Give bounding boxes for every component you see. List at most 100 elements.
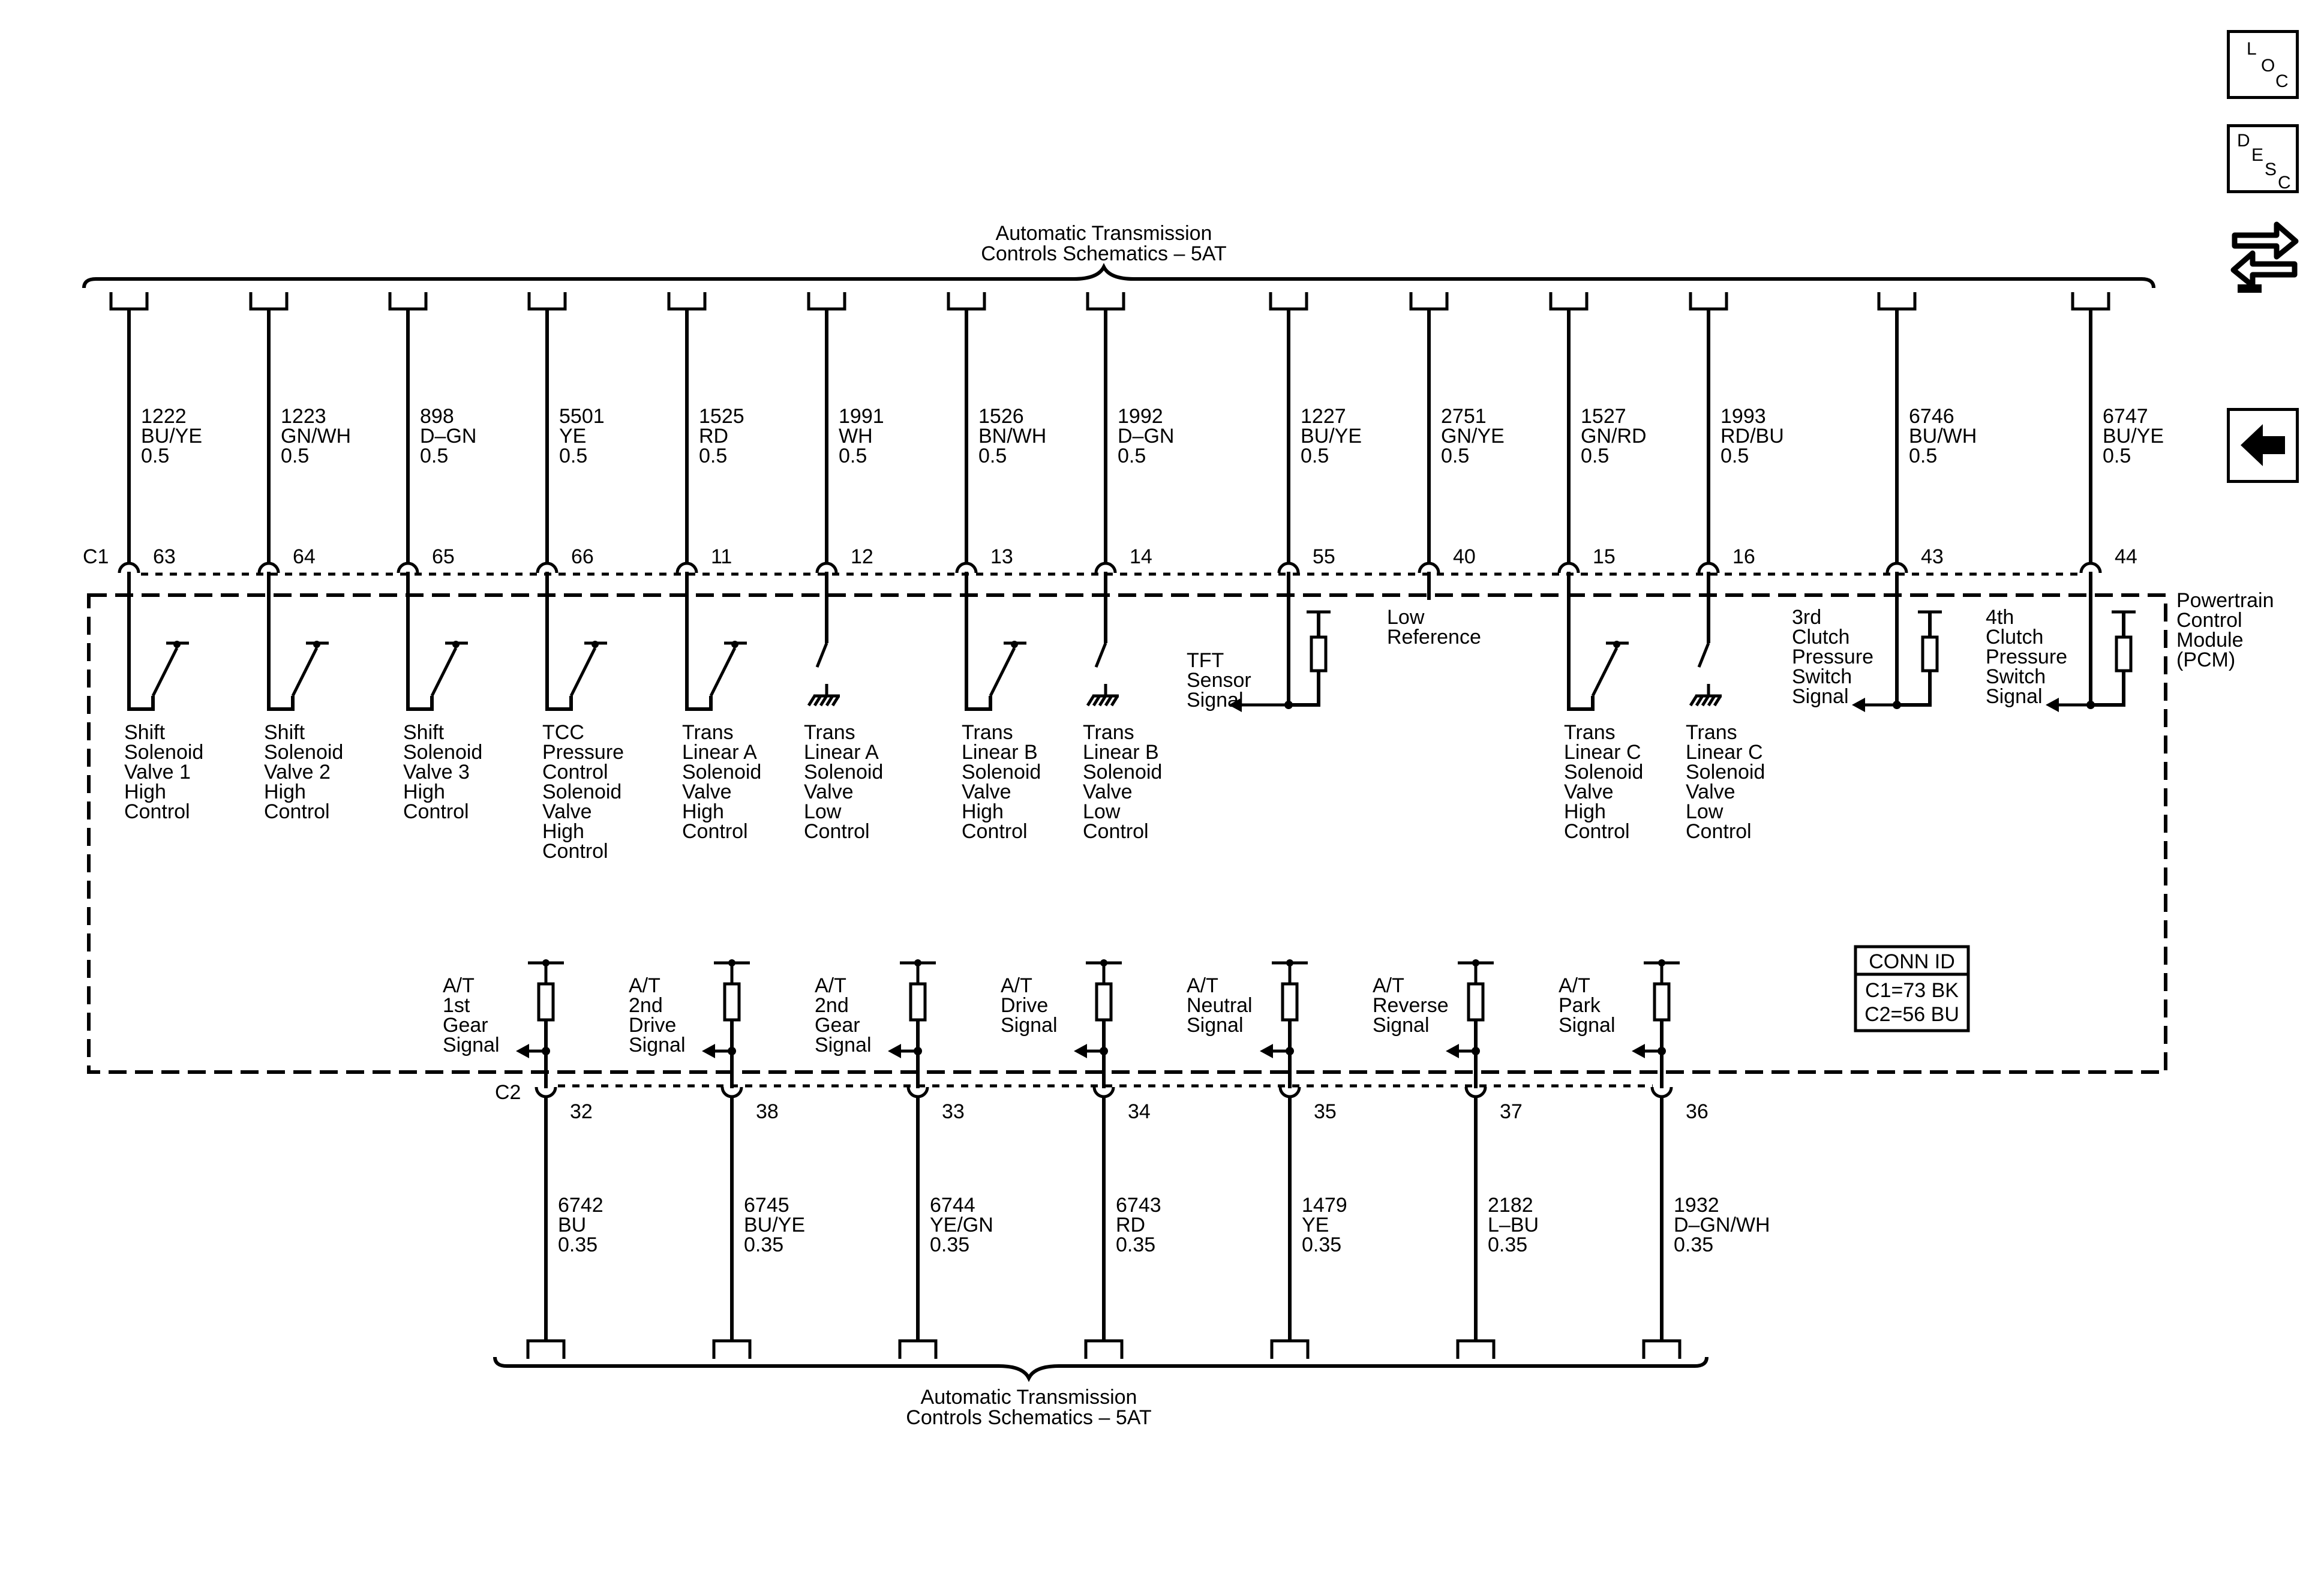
bottom-terminal: [1270, 1339, 1310, 1359]
arrows-wrench-icon[interactable]: [2229, 217, 2301, 301]
internal-wire: [127, 572, 155, 711]
pullup-resistor-icon: [1467, 982, 1485, 1022]
switch-blade: [291, 647, 319, 697]
pin-number: 14: [1130, 545, 1152, 568]
pin-number: 65: [432, 545, 455, 568]
pin-cup: [906, 1086, 929, 1098]
pin-cup: [2079, 562, 2102, 574]
ground-icon: [807, 694, 840, 707]
pin-cup: [675, 562, 698, 574]
pin-cup: [955, 562, 978, 574]
desc-letter-e: E: [2251, 145, 2264, 165]
top-terminal: [109, 292, 149, 311]
pin-cup: [815, 562, 838, 574]
top-terminal: [807, 292, 846, 311]
pin-cup: [536, 562, 559, 574]
back-arrow-icon: [2241, 424, 2285, 466]
internal-wire: [406, 572, 434, 711]
top-terminal: [947, 292, 986, 311]
signal-arrow-icon: [1260, 1044, 1273, 1058]
loc-button[interactable]: L O C: [2227, 30, 2299, 99]
pin-number: 37: [1500, 1100, 1523, 1123]
switch-blade: [1591, 647, 1619, 697]
pin-cup: [1278, 1086, 1301, 1098]
switch-blade: [709, 647, 737, 697]
bottom-terminal: [898, 1339, 938, 1359]
top-terminal: [1549, 292, 1589, 311]
conn-id-frame: [1854, 945, 1970, 1032]
pin-number: 33: [942, 1100, 965, 1123]
loc-letter-o: O: [2261, 56, 2275, 76]
signal-arrow-icon: [888, 1044, 901, 1058]
loc-letter-l: L: [2247, 39, 2257, 59]
switch-node: [313, 641, 320, 648]
pin-number: 16: [1733, 545, 1755, 568]
bottom-terminal: [1456, 1339, 1496, 1359]
pin-number: 55: [1313, 545, 1335, 568]
signal-arrow-icon: [1632, 1044, 1645, 1058]
pin-number: 35: [1314, 1100, 1337, 1123]
top-terminal: [1409, 292, 1449, 311]
switch-node: [173, 641, 181, 648]
pullup-resistor-icon: [723, 982, 741, 1022]
pin-cup: [397, 562, 419, 574]
signal-arrow-icon: [1229, 698, 1242, 712]
top-terminal: [667, 292, 707, 311]
pin-cup: [535, 1086, 557, 1098]
desc-letter-c: C: [2278, 173, 2291, 193]
pin-number: 44: [2115, 545, 2137, 568]
pin-cup: [1092, 1086, 1115, 1098]
pin-cup: [1464, 1086, 1487, 1098]
switch-blade: [569, 647, 597, 697]
back-button[interactable]: [2227, 408, 2299, 483]
pullup-resistor-icon: [1653, 982, 1671, 1022]
pullup-resistor-icon: [1310, 635, 1328, 673]
switch-blade: [1697, 643, 1710, 668]
pin-cup: [1094, 562, 1117, 574]
switch-blade: [815, 643, 828, 668]
pullup-resistor-icon: [1281, 982, 1299, 1022]
conn-id-c2: C2=56 BU: [1864, 1003, 1959, 1026]
pin-number: 43: [1921, 545, 1944, 568]
desc-button[interactable]: D E S C: [2227, 124, 2299, 193]
bottom-terminal: [1084, 1339, 1124, 1359]
pin-number: 11: [711, 545, 732, 568]
harness-top-line: [82, 263, 2155, 289]
switch-node: [731, 641, 738, 648]
top-terminal: [1689, 292, 1728, 311]
pin-number: 38: [756, 1100, 779, 1123]
